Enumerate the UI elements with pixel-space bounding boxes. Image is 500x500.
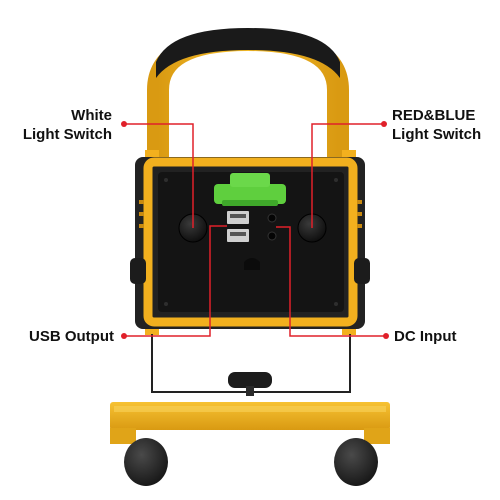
callout-lines [124,123,386,337]
white-switch-line2: Light Switch [22,126,112,143]
usb-port-icon[interactable] [227,211,249,242]
dc-input-text: DC Input [394,328,457,345]
left-fins [139,200,144,228]
left-pivot-knob [130,258,146,284]
right-pivot-knob [354,258,370,284]
port-cover-tab [244,258,260,270]
redblue-switch-line2: Light Switch [392,126,482,143]
panel-screws [164,178,338,306]
dc-input-label: DC Input [394,327,494,346]
back-frame [143,157,358,327]
dc-input-port[interactable] [267,213,277,241]
green-clip [214,173,286,206]
handle [147,28,349,181]
callout-dots [121,121,389,339]
redblue-light-switch-label: RED&BLUE Light Switch [392,106,496,144]
wheel-icon [124,438,378,486]
redblue-switch-line1: RED&BLUE [392,107,476,124]
base-leg-right [364,428,390,444]
white-switch-line1: White [71,107,112,124]
handle-grip [156,28,340,78]
usb-output-label: USB Output [6,327,114,346]
base-leg-left [110,428,136,444]
right-fins [357,200,362,228]
usb-output-text: USB Output [29,328,114,345]
back-panel [158,172,344,312]
white-light-switch-label: White Light Switch [12,106,112,144]
adjust-knob-icon[interactable] [228,372,272,396]
